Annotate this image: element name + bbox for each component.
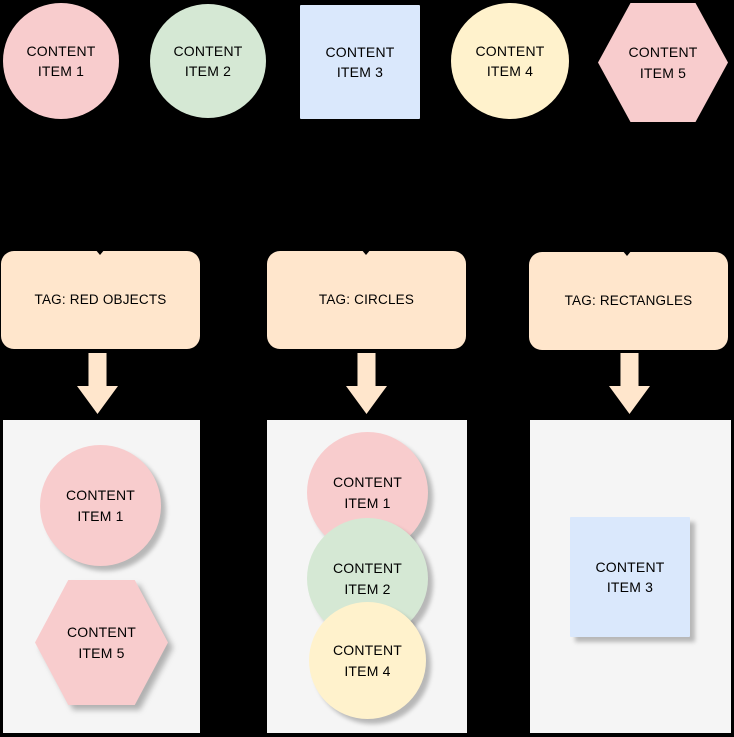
tag-rectangles: TAG: RECTANGLES xyxy=(529,252,728,350)
content-item-3-label: CONTENT ITEM 3 xyxy=(325,43,395,80)
content-item-1-label: CONTENT ITEM 1 xyxy=(26,42,96,79)
connector-arrowhead xyxy=(361,249,371,255)
grouped-item-label: CONTENT ITEM 4 xyxy=(332,642,403,679)
tag-circles-label: TAG: CIRCLES xyxy=(318,292,415,308)
content-item-5-hexagon: CONTENT ITEM 5 xyxy=(598,3,728,122)
tag-circles: TAG: CIRCLES xyxy=(267,251,466,349)
connector-arrowhead xyxy=(95,249,105,255)
grouped-content-item-3-square: CONTENT ITEM 3 xyxy=(570,517,690,637)
tag-red-objects-label: TAG: RED OBJECTS xyxy=(34,292,167,308)
content-item-4-circle: CONTENT ITEM 4 xyxy=(451,3,569,119)
grouped-item-label: CONTENT ITEM 3 xyxy=(595,558,665,595)
content-item-2-circle: CONTENT ITEM 2 xyxy=(150,4,266,118)
grouped-content-item-1-circle: CONTENT ITEM 1 xyxy=(40,445,161,566)
grouped-item-label: CONTENT ITEM 5 xyxy=(66,624,137,661)
grouped-item-label: CONTENT ITEM 1 xyxy=(65,487,136,524)
group-container-red-objects: CONTENT ITEM 1 CONTENT ITEM 5 xyxy=(3,420,200,733)
hexagon-shape: CONTENT ITEM 5 xyxy=(598,3,728,122)
content-item-2-label: CONTENT ITEM 2 xyxy=(173,42,243,79)
group-container-rectangles: CONTENT ITEM 3 xyxy=(530,420,731,733)
grouped-item-label: CONTENT ITEM 2 xyxy=(332,560,403,597)
content-item-1-circle: CONTENT ITEM 1 xyxy=(3,3,119,119)
grouped-item-label: CONTENT ITEM 1 xyxy=(332,474,403,511)
connector-arrowhead xyxy=(622,250,632,256)
content-item-4-label: CONTENT ITEM 4 xyxy=(475,42,545,79)
tag-red-objects: TAG: RED OBJECTS xyxy=(1,251,200,349)
tag-rectangles-label: TAG: RECTANGLES xyxy=(564,293,693,309)
content-item-3-square: CONTENT ITEM 3 xyxy=(300,5,420,119)
down-arrow-icon xyxy=(346,353,387,414)
group-container-circles: CONTENT ITEM 1 CONTENT ITEM 2 CONTENT IT… xyxy=(267,420,467,733)
grouped-content-item-5-hexagon: CONTENT ITEM 5 xyxy=(35,580,168,705)
down-arrow-icon xyxy=(609,353,650,414)
grouped-content-item-4-circle: CONTENT ITEM 4 xyxy=(309,602,426,719)
hexagon-shape: CONTENT ITEM 5 xyxy=(35,580,168,705)
content-item-5-label: CONTENT ITEM 5 xyxy=(628,44,698,81)
down-arrow-icon xyxy=(77,353,118,414)
